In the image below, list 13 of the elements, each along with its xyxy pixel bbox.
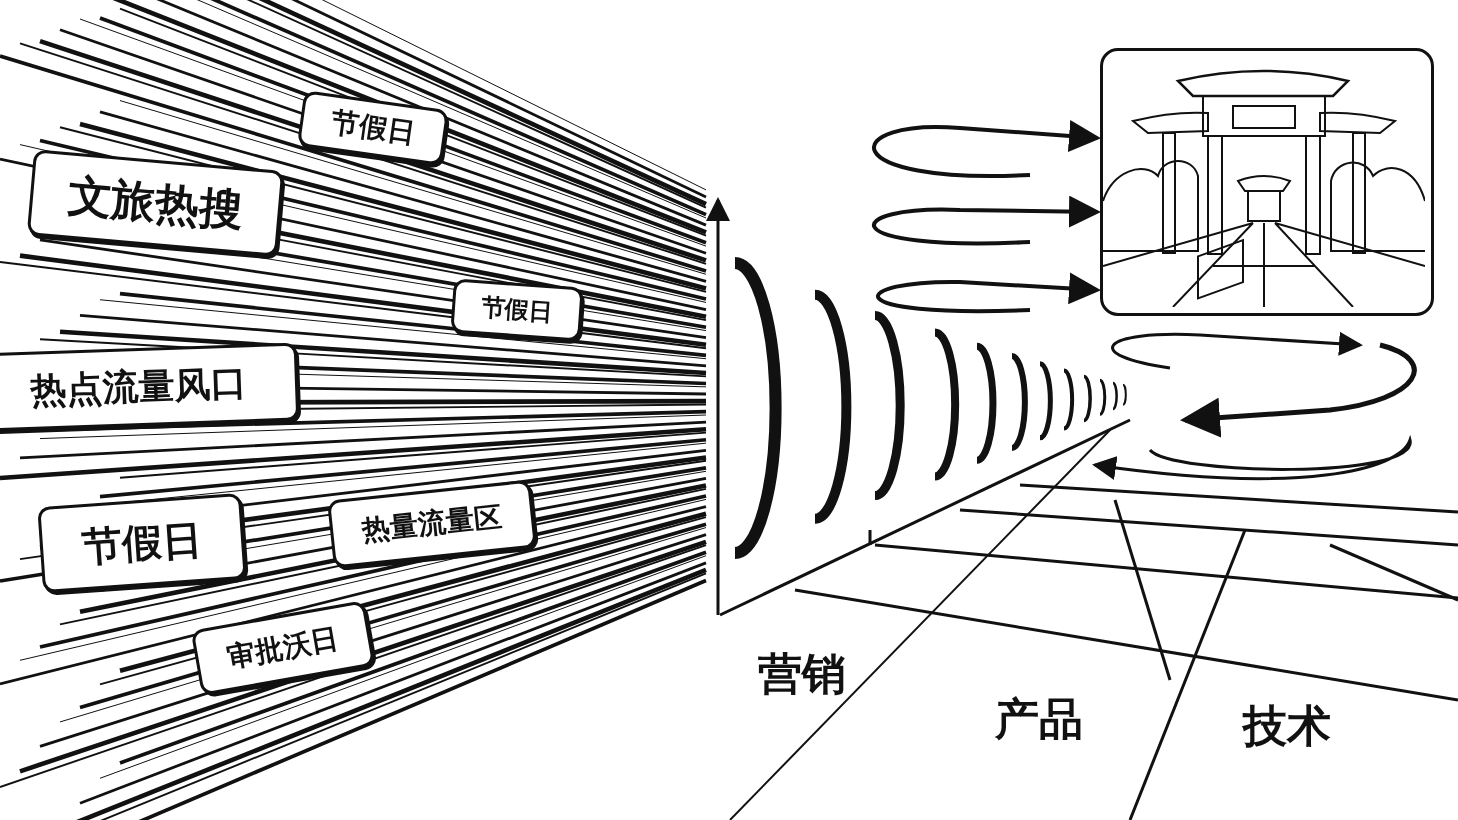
keyword-tag: 热点流量风口: [0, 342, 300, 432]
keyword-tag: 热量流量区: [327, 479, 537, 569]
curved-arrow: [876, 272, 1101, 314]
category-label: 产品: [995, 692, 1083, 746]
keyword-tag: 节假日: [296, 90, 450, 166]
keyword-tag: 审批沃日: [190, 600, 376, 696]
keyword-tag: 文旅热搜: [26, 149, 285, 257]
curved-arrow: [872, 195, 1101, 246]
keyword-tag: 节假日: [450, 278, 584, 342]
curved-arrow: [872, 120, 1101, 178]
keyword-tag: 节假日: [37, 493, 247, 593]
category-label: 营销: [758, 647, 846, 701]
category-label: 技术: [1243, 699, 1331, 753]
